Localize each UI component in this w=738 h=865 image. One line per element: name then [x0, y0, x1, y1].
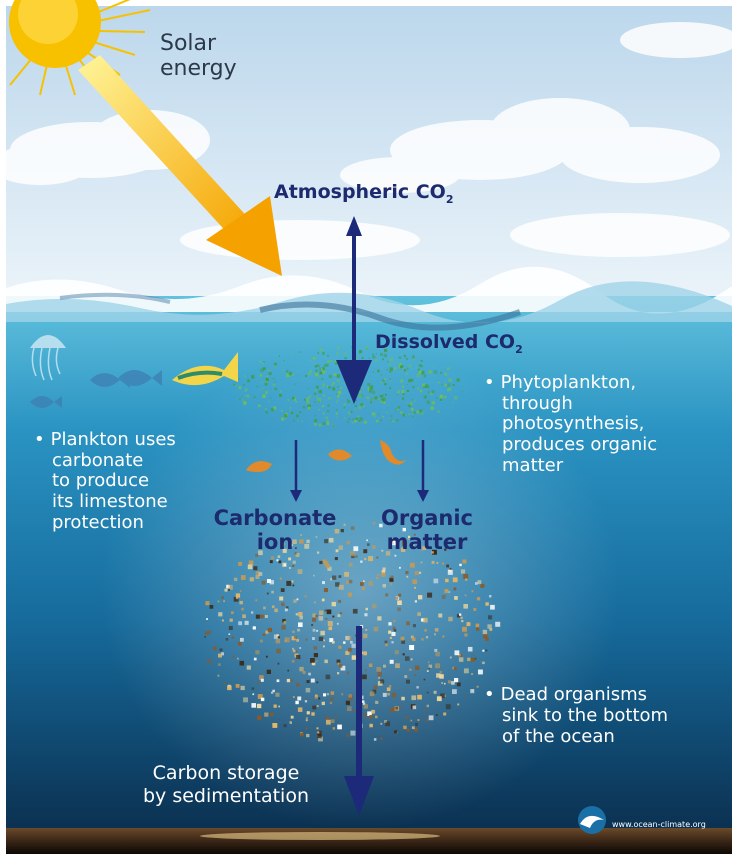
solar-ray-arrow — [78, 55, 282, 276]
jellyfish-icon — [30, 335, 66, 381]
organic-matter-label: Organic matter — [380, 506, 473, 554]
website-url: www.ocean-climate.org — [612, 820, 706, 829]
yellow-fish-icon — [172, 352, 238, 386]
sedimentation-arrow — [344, 626, 374, 816]
ocean-logo-icon — [578, 806, 606, 834]
plankton-note: •Plankton uses carbonate to produce its … — [34, 429, 176, 533]
fish-icon — [30, 370, 162, 408]
solar-energy-label: Solar energy — [160, 31, 237, 81]
carbonate-arrow — [290, 440, 302, 502]
sea-floor — [6, 828, 732, 854]
carbon-storage-label: Carbon storage by sedimentation — [143, 762, 309, 807]
phytoplankton-particles — [233, 346, 463, 427]
shrimp-icon — [246, 440, 406, 472]
dead-organisms-note: •Dead organisms sink to the bottom of th… — [484, 684, 669, 748]
phytoplankton-note: •Phytoplankton, through photosynthesis, … — [484, 372, 658, 476]
sun-icon — [9, 0, 151, 96]
solar-line-1: Solar — [160, 31, 217, 56]
carbonate-ion-label: Carbonate ion — [213, 506, 337, 554]
sea-floor-highlight — [200, 832, 440, 840]
sinking-organisms-particles — [204, 521, 501, 742]
sea-glow — [100, 350, 620, 830]
solar-line-2: energy — [160, 55, 237, 81]
co2-exchange-arrow — [336, 216, 372, 404]
dissolved-co2-label: Dissolved CO2 — [375, 331, 523, 356]
sea-surface-waves — [6, 266, 732, 331]
atmospheric-co2-label: Atmospheric CO2 — [274, 181, 454, 206]
organic-matter-arrow — [417, 440, 429, 502]
